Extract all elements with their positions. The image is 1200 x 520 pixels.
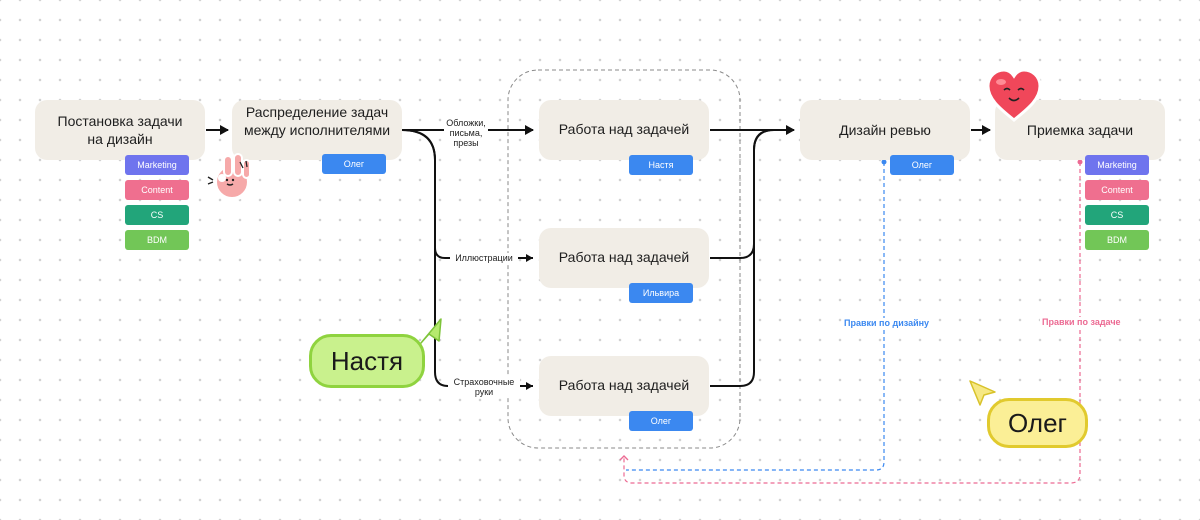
design-edits-label: Правки по дизайну — [842, 318, 932, 328]
assignee-tag-work-3[interactable]: Олег — [629, 411, 693, 431]
node-work-3[interactable]: Работа над задачей — [539, 356, 709, 416]
node-design-review[interactable]: Дизайн ревью — [800, 100, 970, 160]
edge-label-backup: Страховочные руки — [448, 377, 520, 397]
node-work-2-label: Работа над задачей — [558, 249, 690, 265]
tag-cs[interactable]: CS — [125, 205, 189, 225]
node-work-2[interactable]: Работа над задачей — [539, 228, 709, 288]
assignee-tag-review[interactable]: Олег — [890, 155, 954, 175]
arrow-work2-to-review — [710, 129, 794, 259]
edge-label-covers: Обложки, письма, презы — [444, 118, 488, 148]
node-task-setting[interactable]: Постановка задачи на дизайн — [35, 100, 205, 160]
tag-marketing[interactable]: Marketing — [125, 155, 189, 175]
arrow-distribution-to-work3 — [401, 129, 533, 390]
task-edits-loop-start — [1077, 159, 1083, 165]
assignee-tag-distribution[interactable]: Олег — [322, 154, 386, 174]
tag-content[interactable]: Content — [1085, 180, 1149, 200]
node-task-acceptance-label: Приемка задачи — [1026, 122, 1134, 138]
smiling-heart-sticker-icon — [986, 68, 1042, 122]
tag-cs[interactable]: CS — [1085, 205, 1149, 225]
node-task-distribution[interactable]: Распределение задач между исполнителями — [232, 100, 402, 160]
task-edits-label: Правки по задаче — [1040, 317, 1123, 327]
node-work-3-label: Работа над задачей — [558, 377, 690, 393]
arrow-work3-to-review — [710, 129, 794, 387]
assignee-tag-work-1[interactable]: Настя — [629, 155, 693, 175]
task-edits-loop — [619, 162, 1081, 484]
node-task-distribution-label: Распределение задач между исполнителями — [243, 104, 391, 138]
tag-content[interactable]: Content — [125, 180, 189, 200]
ok-hand-sticker-icon — [207, 153, 251, 201]
edge-label-illustrations: Иллюстрации — [450, 253, 518, 263]
node-design-review-label: Дизайн ревью — [839, 122, 931, 138]
tag-marketing[interactable]: Marketing — [1085, 155, 1149, 175]
tag-bdm[interactable]: BDM — [1085, 230, 1149, 250]
oleg-cursor-pointer — [969, 380, 996, 406]
tag-bdm[interactable]: BDM — [125, 230, 189, 250]
arrow-distribution-to-work2 — [401, 129, 533, 262]
design-edits-loop-start — [881, 159, 887, 165]
nastya-cursor-label[interactable]: Настя — [309, 334, 425, 388]
node-work-1[interactable]: Работа над задачей — [539, 100, 709, 160]
node-work-1-label: Работа над задачей — [558, 121, 690, 137]
nastya-cursor-pointer — [420, 318, 442, 344]
node-task-setting-label: Постановка задачи на дизайн — [57, 113, 183, 147]
assignee-tag-work-2[interactable]: Ильвира — [629, 283, 693, 303]
oleg-cursor-label[interactable]: Олег — [987, 398, 1088, 448]
